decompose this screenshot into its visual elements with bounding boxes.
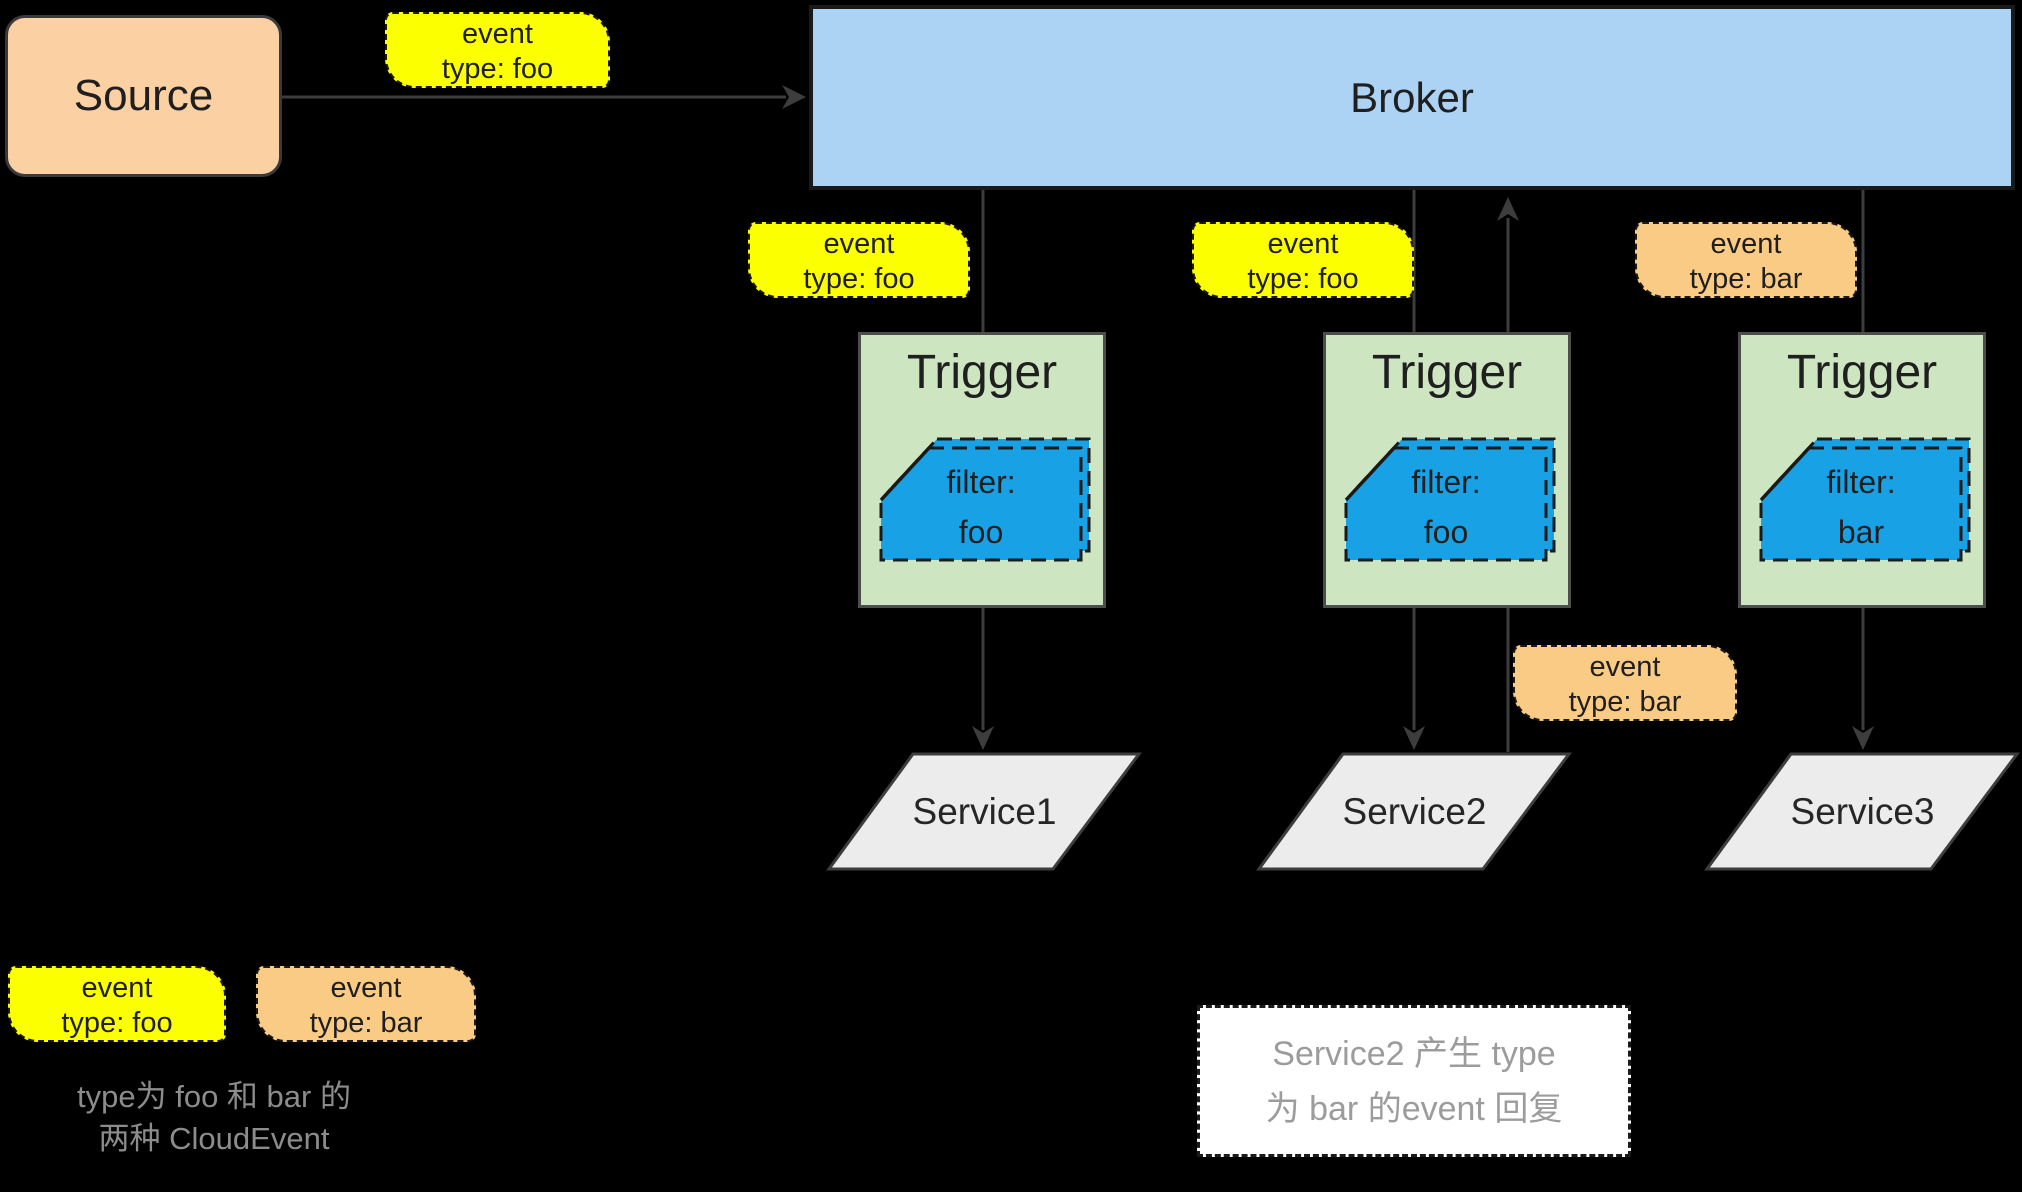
legend-badge-bar: event type: bar [256,966,476,1042]
service-parallelogram [1256,752,1572,871]
service-parallelogram [826,752,1142,871]
service-node-1: Service1 [826,752,1142,871]
legend-caption: type为 foo 和 bar 的 两种 CloudEvent [18,1076,410,1160]
filter-label: filter: [1826,464,1896,500]
service-label: Service3 [1790,790,1935,832]
arrowhead-into-service3 [1852,726,1874,750]
note-service2-reply: Service2 产生 type 为 bar 的event 回复 [1197,1005,1631,1157]
badge-line2: type: foo [803,263,915,295]
event-badge-trigger1-foo: event type: foo [748,222,970,298]
filter-card-stack [1344,437,1556,562]
badge-line1: event [1710,228,1782,260]
note-line2: 为 bar 的event 回复 [1265,1090,1563,1128]
filter-text: filter: foo [1346,448,1546,560]
trigger-label: Trigger [1786,346,1938,399]
note-line1: Service2 产生 type [1272,1035,1556,1073]
source-node: Source [5,15,282,177]
filter-card-fold-line [1759,446,1811,502]
filter-value: foo [1423,514,1469,550]
trigger-label: Trigger [906,346,1058,399]
trigger-label: Trigger [1371,346,1523,399]
badge-line1: event [1267,228,1339,260]
filter-card-fold-line [1344,446,1396,502]
broker-label: Broker [1350,73,1474,121]
filter-card-stack [1759,437,1971,562]
filter-card-stack [879,437,1091,562]
filter-text: filter: bar [1761,448,1961,560]
trigger-node-1: Trigger filter: foo [858,332,1106,608]
arrowhead-into-broker-bottom [1497,197,1519,221]
source-label: Source [73,71,214,120]
event-badge-trigger2-foo: event type: foo [1192,222,1414,298]
trigger-node-2: Trigger filter: foo [1323,332,1571,608]
filter-label: filter: [1411,464,1481,500]
event-badge-trigger3-bar: event type: bar [1635,222,1857,298]
badge-line1: event [81,972,153,1004]
arrowhead-into-broker-left [782,85,806,109]
badge-line2: type: bar [1689,263,1803,295]
trigger-node-3: Trigger filter: bar [1738,332,1986,608]
badge-line1: event [330,972,402,1004]
service-label: Service2 [1342,790,1487,832]
legend-caption-line2: 两种 CloudEvent [98,1121,330,1156]
filter-value: foo [958,514,1004,550]
service-node-3: Service3 [1704,752,2020,871]
filter-text: filter: foo [881,448,1081,560]
badge-line1: event [823,228,895,260]
badge-line1: event [462,18,533,50]
filter-card-fold-line [879,446,931,502]
event-badge-service2-reply-bar: event type: bar [1513,645,1737,721]
filter-label: filter: [946,464,1016,500]
filter-value: bar [1837,514,1885,550]
service-node-2: Service2 [1256,752,1572,871]
event-badge-source-foo: event type: foo [385,12,610,88]
service-label: Service1 [912,790,1057,832]
broker-node: Broker [809,5,2015,190]
arrowhead-into-service1 [972,726,994,750]
badge-line2: type: bar [309,1007,423,1039]
badge-line2: type: foo [441,53,554,85]
legend-badge-foo: event type: foo [8,966,226,1042]
badge-line2: type: foo [1247,263,1359,295]
badge-line2: type: foo [61,1007,173,1039]
badge-line2: type: bar [1568,686,1682,718]
legend-caption-line1: type为 foo 和 bar 的 [77,1079,351,1114]
service-parallelogram [1704,752,2020,871]
arrowhead-into-service2 [1403,726,1425,750]
badge-line1: event [1589,651,1661,683]
